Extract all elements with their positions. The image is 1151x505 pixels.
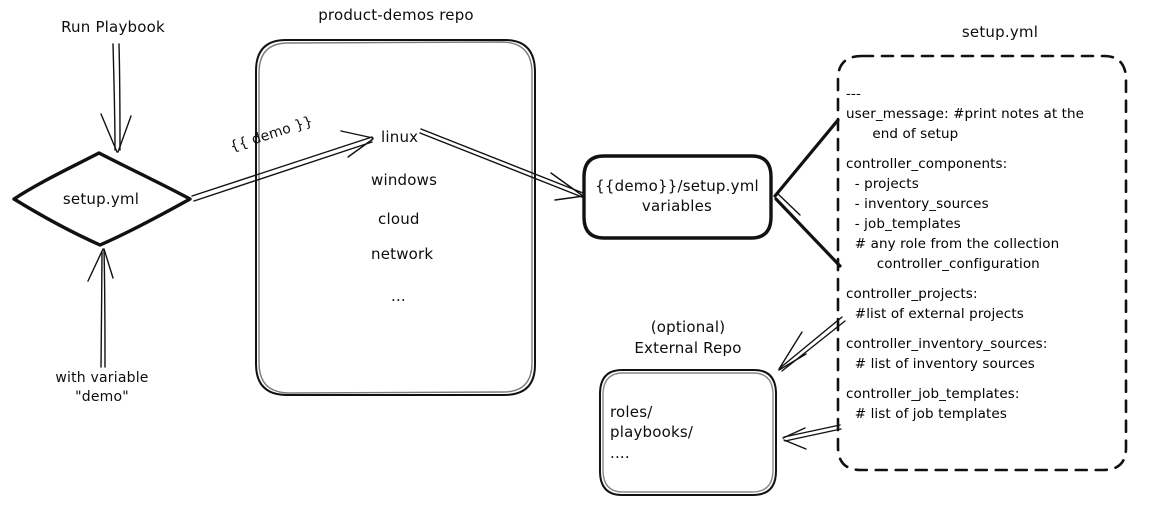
setup-yml-box-shape xyxy=(836,54,1128,472)
setup-yml-line xyxy=(846,276,1134,286)
setup-yml-line: # any role from the collection xyxy=(846,236,1060,252)
setup-yml-line: controller_configuration xyxy=(846,256,1040,272)
with-variable-arrow xyxy=(87,248,114,368)
repo-item-linux[interactable]: linux xyxy=(381,128,419,146)
setup-yml-line xyxy=(846,146,1134,156)
linux-to-variables-arrow xyxy=(419,128,585,201)
external-repo-title-line1: (optional) xyxy=(650,318,726,336)
run-playbook-arrow xyxy=(100,43,132,153)
setupyml-to-variables-connectors xyxy=(773,118,842,268)
job-templates-to-external-repo-arrow xyxy=(782,424,842,450)
entry-node-shape xyxy=(12,151,192,247)
external-repo-item-ellipsis: .... xyxy=(610,444,630,462)
variables-node-label-line1[interactable]: {{demo}}/setup.yml xyxy=(595,177,759,195)
external-repo-box-shape xyxy=(599,369,777,496)
external-repo-item-roles[interactable]: roles/ xyxy=(610,403,653,421)
setup-yml-line: - job_templates xyxy=(846,216,961,232)
setup-yml-line: user_message: #print notes at the xyxy=(846,106,1085,122)
with-variable-label-line2: "demo" xyxy=(75,389,129,405)
repo-item-windows[interactable]: windows xyxy=(371,171,438,189)
setup-yml-line: --- xyxy=(846,86,861,102)
external-repo-title-line2: External Repo xyxy=(634,339,742,357)
variables-node-label-line2[interactable]: variables xyxy=(641,197,713,215)
setup-yml-line: controller_components: xyxy=(846,156,1008,172)
repo-box-shape xyxy=(255,39,536,396)
setup-yml-line: controller_inventory_sources: xyxy=(846,336,1048,352)
setup-yml-file-title: setup.yml xyxy=(961,23,1039,41)
setup-yml-line: controller_projects: xyxy=(846,286,978,302)
entry-node-label[interactable]: setup.yml xyxy=(62,190,140,208)
repo-item-cloud[interactable]: cloud xyxy=(378,210,420,228)
setup-yml-file-content: --- user_message: #print notes at the end… xyxy=(846,86,1134,426)
setup-yml-line: - projects xyxy=(846,176,919,192)
external-repo-item-playbooks[interactable]: playbooks/ xyxy=(610,423,694,441)
setup-yml-line xyxy=(846,326,1134,336)
repo-title: product-demos repo xyxy=(318,6,474,24)
setup-yml-line: #list of external projects xyxy=(846,306,1024,322)
projects-to-external-repo-arrow xyxy=(778,316,846,372)
setup-yml-line: controller_job_templates: xyxy=(846,386,1020,402)
demo-edge-arrow xyxy=(191,130,374,202)
run-playbook-label: Run Playbook xyxy=(61,18,165,36)
variables-node-shape xyxy=(582,154,773,240)
with-variable-label-line1: with variable xyxy=(55,370,149,386)
repo-item-ellipsis: ... xyxy=(391,287,406,305)
setup-yml-line: # list of inventory sources xyxy=(846,356,1035,372)
setup-yml-line xyxy=(846,376,1134,386)
setup-yml-line: end of setup xyxy=(846,126,959,142)
repo-item-network[interactable]: network xyxy=(371,245,434,263)
setup-yml-line: # list of job templates xyxy=(846,406,1007,422)
setup-yml-line: - inventory_sources xyxy=(846,196,989,212)
